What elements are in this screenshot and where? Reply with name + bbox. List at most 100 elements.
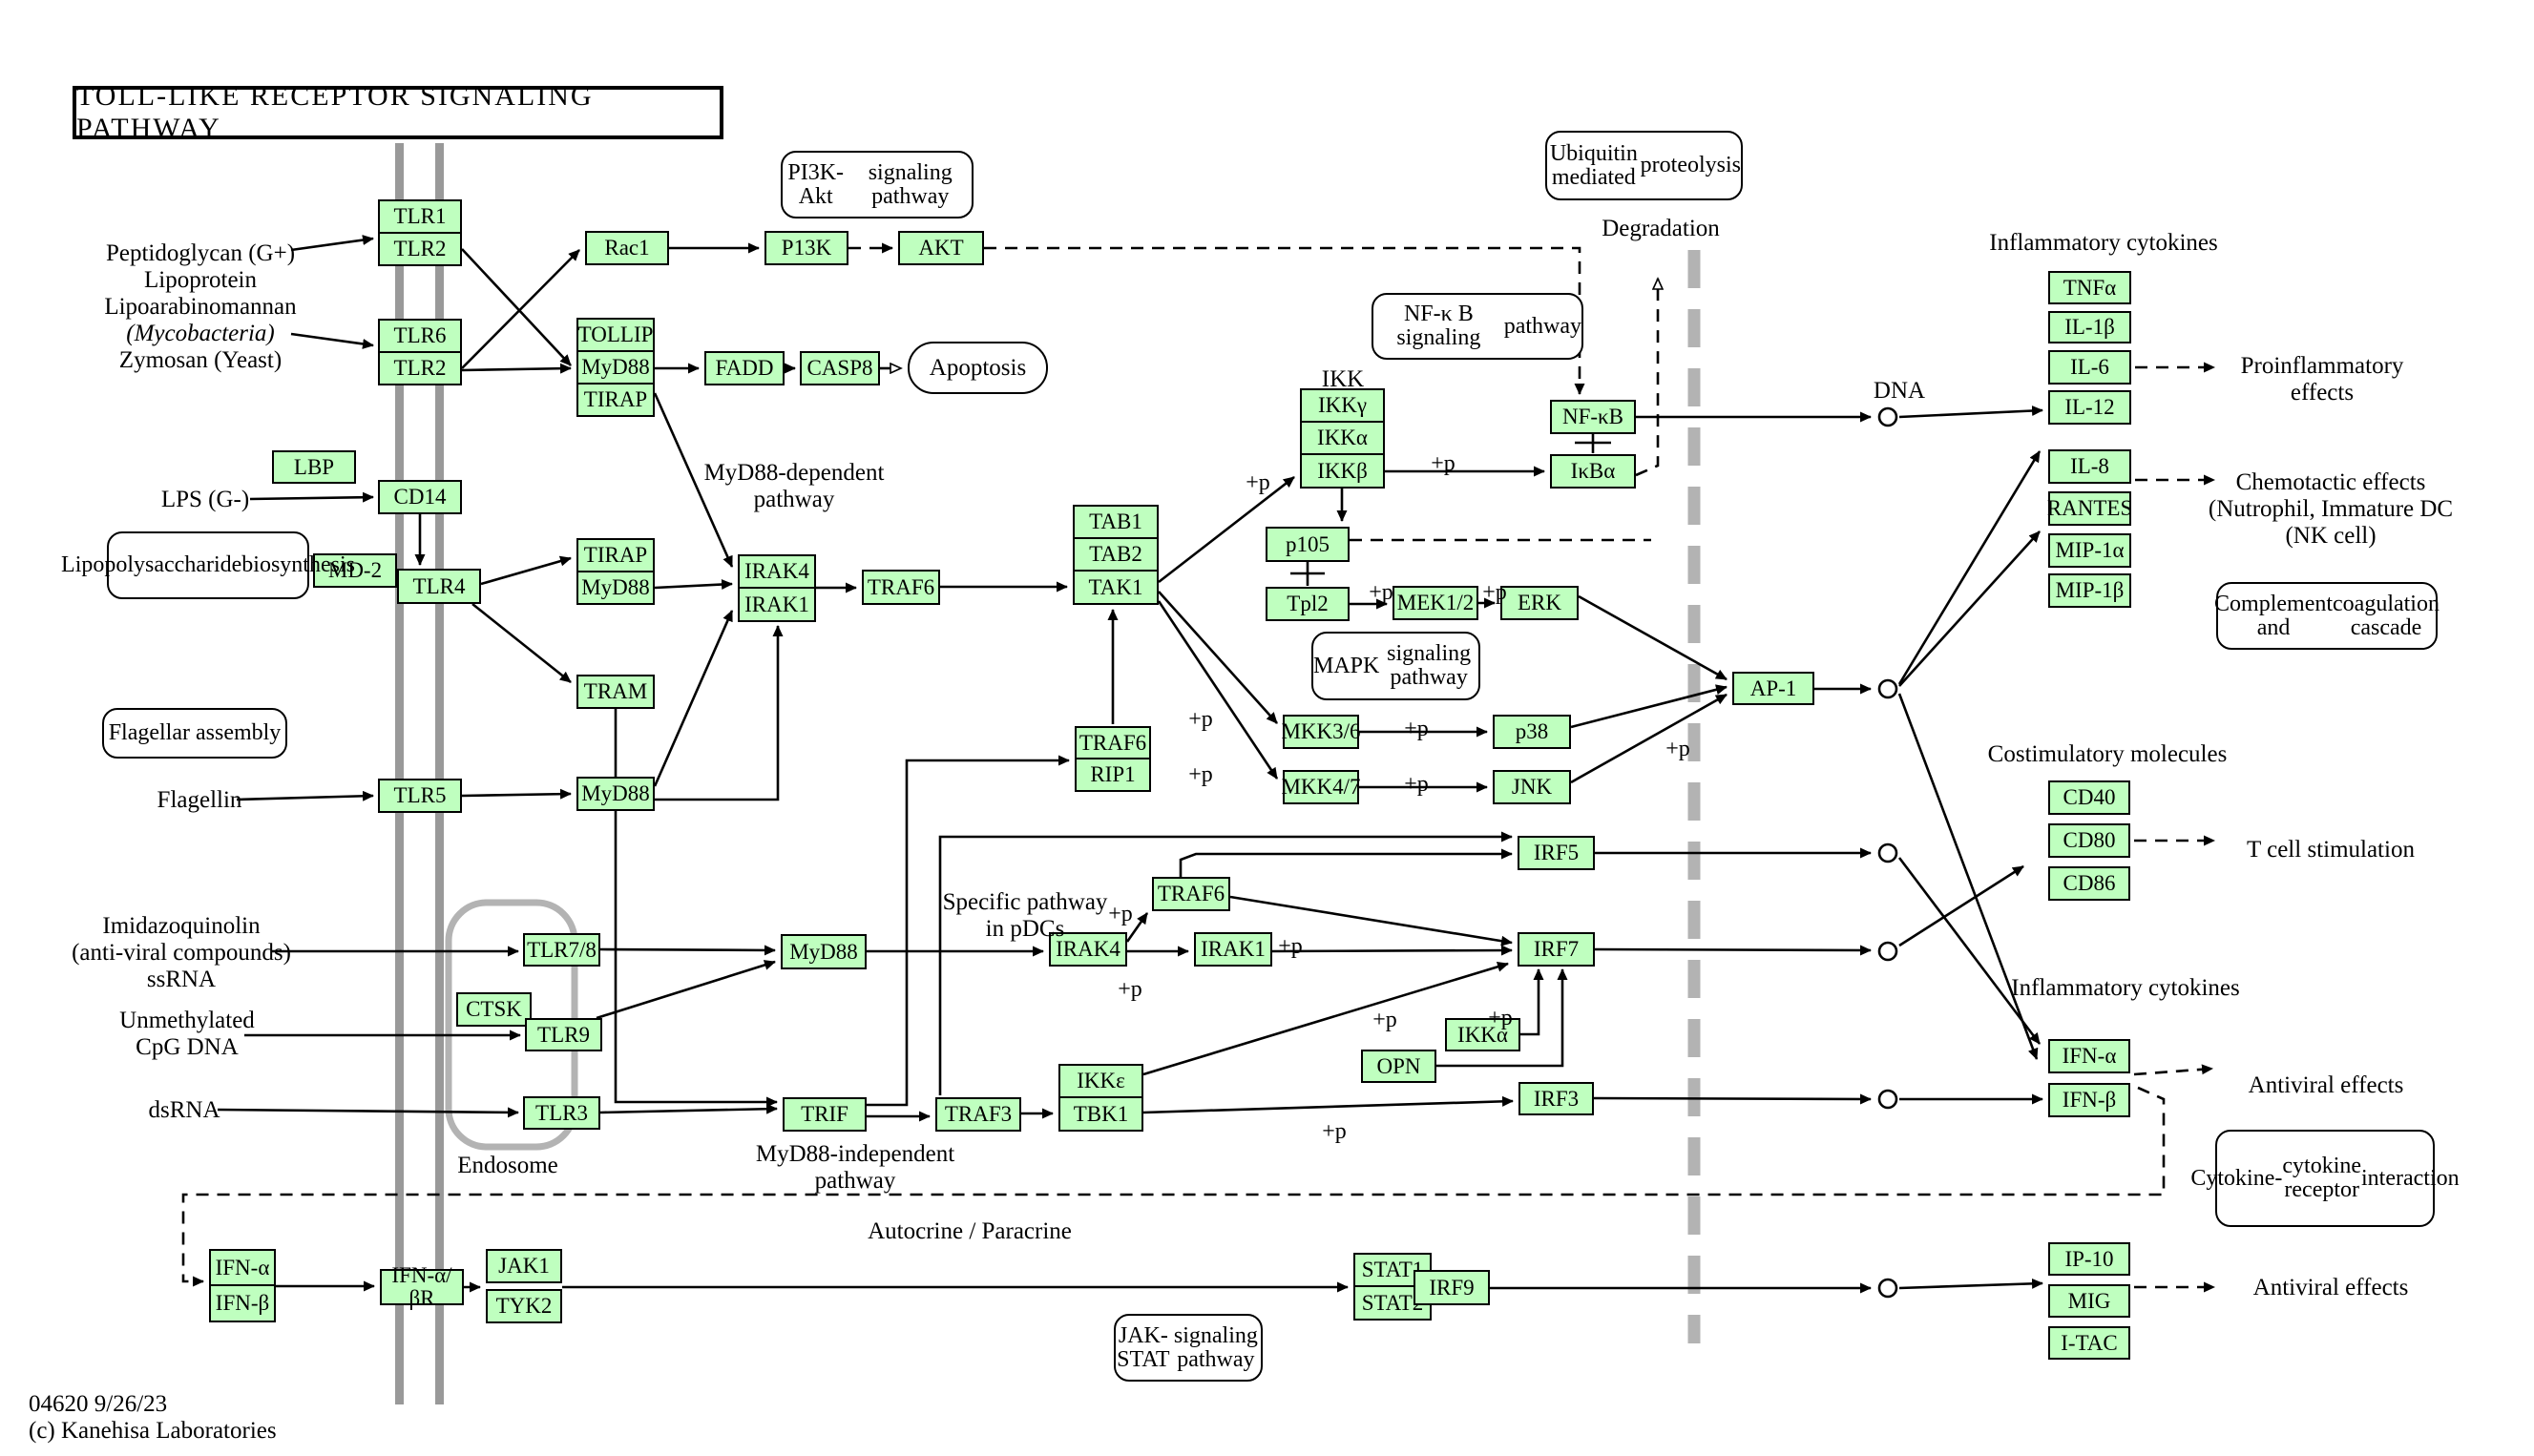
gene-IKKe[interactable]: IKKε — [1058, 1064, 1143, 1098]
gene-Rac1[interactable]: Rac1 — [585, 231, 669, 265]
gene-IRF7[interactable]: IRF7 — [1518, 932, 1595, 967]
gene-MD2[interactable]: MD-2 — [313, 553, 397, 588]
gene-IFNb_b[interactable]: IFN-β — [209, 1284, 276, 1322]
gene-TYK2[interactable]: TYK2 — [486, 1289, 562, 1323]
gene-TLR3[interactable]: TLR3 — [523, 1096, 600, 1130]
gene-IRF5[interactable]: IRF5 — [1518, 836, 1595, 870]
gene-CD14[interactable]: CD14 — [378, 480, 462, 514]
gene-IFNa2[interactable]: IFN-α — [2048, 1039, 2130, 1073]
gene-IRF3[interactable]: IRF3 — [1518, 1082, 1594, 1115]
gene-MyD88d[interactable]: MyD88 — [781, 934, 867, 969]
gene-TLR6[interactable]: TLR6 — [378, 319, 462, 353]
gene-JAK1[interactable]: JAK1 — [486, 1249, 562, 1283]
gene-RIP1[interactable]: RIP1 — [1075, 758, 1151, 792]
node-label: TLR4 — [412, 573, 466, 598]
gene-p38[interactable]: p38 — [1493, 715, 1571, 749]
gene-CASP8[interactable]: CASP8 — [800, 351, 880, 385]
gene-TRAF3[interactable]: TRAF3 — [935, 1097, 1021, 1132]
gene-TLR5[interactable]: TLR5 — [378, 779, 462, 813]
gene-TAK1[interactable]: TAK1 — [1073, 570, 1159, 605]
gene-Tpl2[interactable]: Tpl2 — [1266, 587, 1350, 621]
gene-TRAF6a[interactable]: TRAF6 — [862, 570, 940, 605]
gene-IRAK4a[interactable]: IRAK4 — [738, 554, 816, 589]
gene-MIP1b[interactable]: MIP-1β — [2048, 573, 2131, 608]
gene-CD40[interactable]: CD40 — [2048, 780, 2130, 815]
gene-MyD88b[interactable]: MyD88 — [576, 571, 655, 605]
gene-TRAF6b[interactable]: TRAF6 — [1075, 726, 1151, 759]
gene-ITAC[interactable]: I-TAC — [2048, 1326, 2130, 1360]
gene-CD80[interactable]: CD80 — [2048, 823, 2130, 858]
pathway-Apoptosis[interactable]: Apoptosis — [908, 342, 1048, 394]
gene-IFNa_b[interactable]: IFN-α — [209, 1249, 276, 1286]
gene-TLR78[interactable]: TLR7/8 — [523, 933, 600, 967]
gene-NFKB[interactable]: NF-κB — [1550, 400, 1636, 434]
dna-site-circle-0 — [1877, 406, 1898, 427]
gene-TAB1[interactable]: TAB1 — [1073, 505, 1159, 539]
label-line: Lipoarabinomannan — [104, 294, 297, 320]
gene-RANTES[interactable]: RANTES — [2047, 491, 2132, 526]
gene-ERK[interactable]: ERK — [1500, 586, 1579, 620]
gene-TBK1[interactable]: TBK1 — [1058, 1096, 1143, 1132]
gene-AKT[interactable]: AKT — [898, 231, 984, 265]
gene-CD86[interactable]: CD86 — [2048, 866, 2130, 901]
gene-IKBA[interactable]: IκBα — [1550, 454, 1636, 489]
gene-AP1[interactable]: AP-1 — [1732, 672, 1814, 705]
gene-TLR9[interactable]: TLR9 — [525, 1018, 602, 1051]
gene-IKKa[interactable]: IKKα — [1300, 421, 1385, 455]
gene-MEK12[interactable]: MEK1/2 — [1393, 586, 1478, 620]
gene-p105[interactable]: p105 — [1266, 527, 1350, 562]
gene-TLR2b[interactable]: TLR2 — [378, 351, 462, 385]
gene-IFNb2[interactable]: IFN-β — [2048, 1083, 2130, 1117]
gene-IKKg[interactable]: IKKγ — [1300, 388, 1385, 423]
gene-IKKb[interactable]: IKKβ — [1300, 453, 1385, 489]
node-label: MD-2 — [327, 558, 383, 583]
gene-JNK[interactable]: JNK — [1493, 770, 1571, 804]
gene-TRIF[interactable]: TRIF — [783, 1097, 867, 1132]
edge-65 — [596, 960, 776, 1020]
gene-MKK47[interactable]: MKK4/7 — [1281, 770, 1361, 804]
gene-CTSK[interactable]: CTSK — [456, 992, 532, 1027]
gene-IL1b[interactable]: IL-1β — [2048, 311, 2131, 343]
gene-IRF9[interactable]: IRF9 — [1414, 1270, 1490, 1305]
pathway-Flag_pw[interactable]: Flagellar assembly — [102, 708, 287, 759]
gene-IFNabR[interactable]: IFN-α/βR — [380, 1264, 464, 1309]
node-label: IKKε — [1077, 1069, 1125, 1093]
gene-IRAK1a[interactable]: IRAK1 — [738, 587, 816, 622]
gene-TRAM[interactable]: TRAM — [576, 675, 655, 709]
gene-TIRAPa[interactable]: TIRAP — [576, 383, 655, 417]
gene-IP10[interactable]: IP-10 — [2048, 1242, 2130, 1276]
gene-PI3K[interactable]: P13K — [764, 231, 848, 265]
gene-MyD88a[interactable]: MyD88 — [576, 350, 655, 385]
gene-IL8[interactable]: IL-8 — [2048, 449, 2131, 484]
gene-MIG[interactable]: MIG — [2048, 1284, 2130, 1318]
gene-FADD[interactable]: FADD — [704, 351, 785, 385]
gene-TNFa[interactable]: TNFα — [2048, 271, 2131, 304]
gene-IL6[interactable]: IL-6 — [2048, 350, 2131, 385]
gene-TLR4[interactable]: TLR4 — [397, 569, 481, 604]
gene-MIP1a[interactable]: MIP-1α — [2048, 533, 2131, 568]
gene-MKK36[interactable]: MKK3/6 — [1281, 715, 1361, 749]
label-line: Inflammatory cytokines — [1989, 230, 2218, 256]
gene-LBP[interactable]: LBP — [272, 450, 356, 484]
gene-IRAK1b[interactable]: IRAK1 — [1194, 932, 1272, 967]
gene-MyD88c[interactable]: MyD88 — [576, 777, 655, 811]
gene-OPN[interactable]: OPN — [1361, 1050, 1436, 1083]
gene-IL12[interactable]: IL-12 — [2048, 390, 2131, 425]
gene-TIRAPb[interactable]: TIRAP — [576, 538, 655, 572]
phospho-label: +p — [1188, 762, 1213, 787]
gene-IKKa2[interactable]: IKKα — [1445, 1018, 1520, 1051]
gene-IRAK4b[interactable]: IRAK4 — [1049, 932, 1127, 967]
gene-TRAF6c[interactable]: TRAF6 — [1152, 877, 1230, 911]
gene-TOLLIP[interactable]: TOLLIP — [576, 318, 655, 352]
gene-TAB2[interactable]: TAB2 — [1073, 537, 1159, 572]
gene-TLR1[interactable]: TLR1 — [378, 199, 462, 234]
gene-TLR2a[interactable]: TLR2 — [378, 232, 462, 266]
